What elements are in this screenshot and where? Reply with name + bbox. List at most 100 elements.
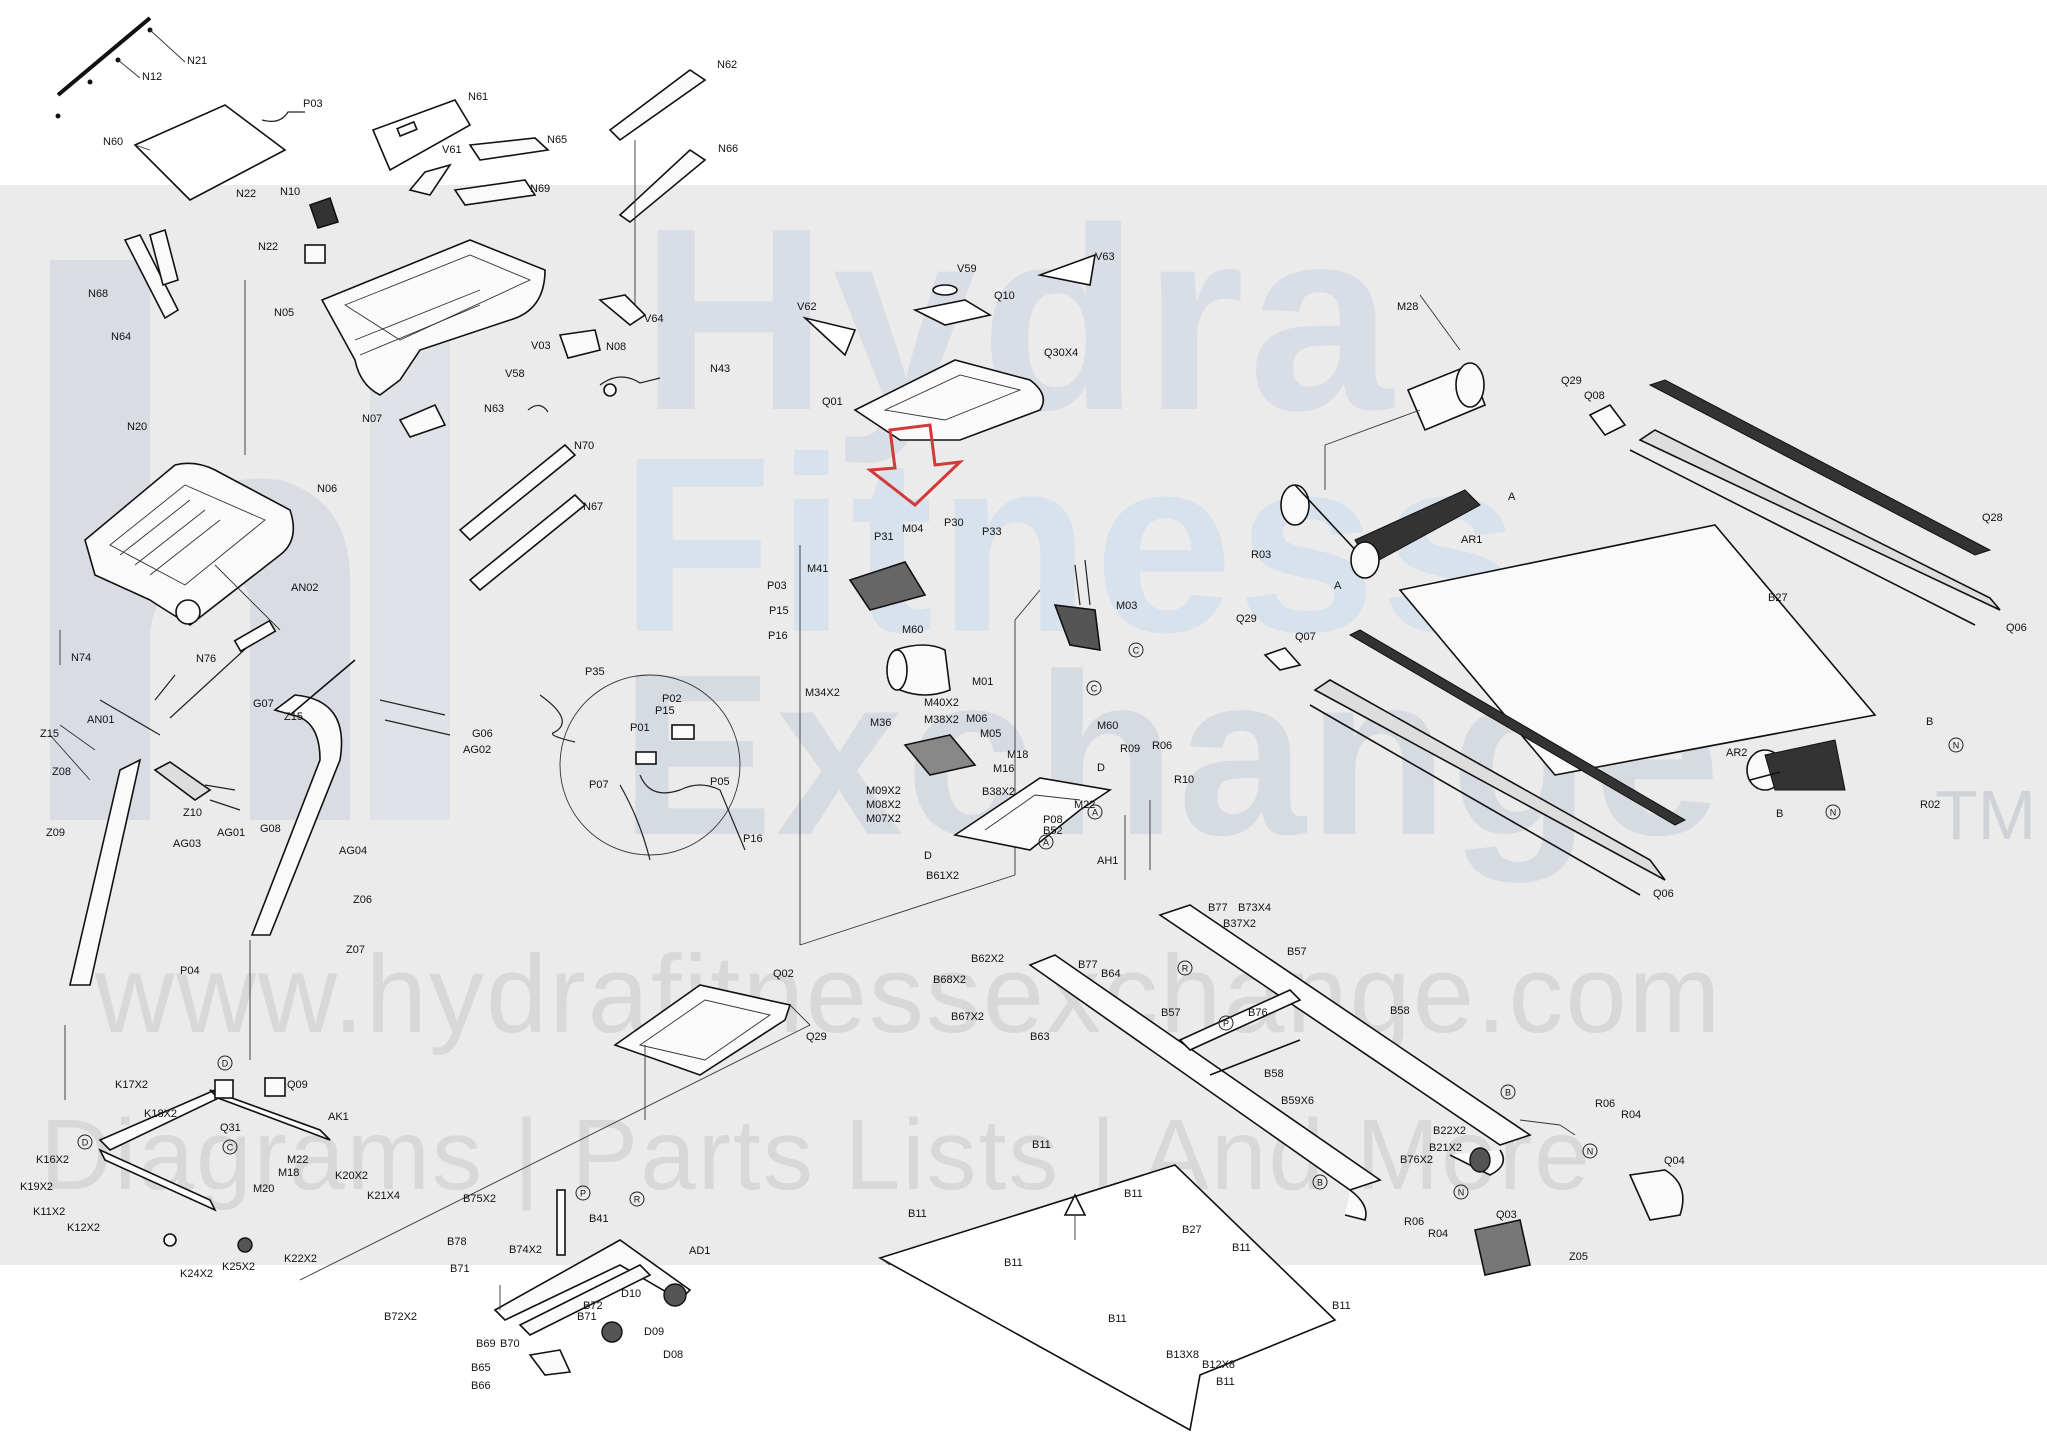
marker-bm2: B <box>1312 1174 1328 1190</box>
callout-ag03: AG03 <box>173 838 201 850</box>
callout-b11d: B11 <box>1004 1257 1023 1269</box>
callout-b11c: B11 <box>908 1208 927 1220</box>
marker-c1: C <box>1128 642 1144 658</box>
callout-q06a: Q06 <box>2006 622 2027 634</box>
callout-q04: Q04 <box>1664 1155 1685 1167</box>
callout-b12x8: B12X8 <box>1202 1359 1235 1371</box>
svg-text:N: N <box>1587 1147 1594 1157</box>
marker-dm2: D <box>77 1134 93 1150</box>
svg-text:B: B <box>1317 1178 1323 1188</box>
callout-b11g: B11 <box>1108 1313 1127 1325</box>
callout-m18b: M18 <box>1007 749 1028 761</box>
callout-n66: N66 <box>718 143 738 155</box>
callout-q29b: Q29 <box>1236 613 1257 625</box>
svg-text:R: R <box>1182 964 1189 974</box>
callout-k24x2: K24X2 <box>180 1268 213 1280</box>
callout-m41: M41 <box>807 563 828 575</box>
callout-p33: P33 <box>982 526 1002 538</box>
callout-z15b: Z15 <box>284 711 303 723</box>
callout-m01: M01 <box>972 676 993 688</box>
callout-q01: Q01 <box>822 396 843 408</box>
svg-text:C: C <box>1133 646 1140 656</box>
callout-r03: R03 <box>1251 549 1271 561</box>
marker-n2: N <box>1825 804 1841 820</box>
callout-ar2: AR2 <box>1726 747 1747 759</box>
callout-b69: B69 <box>476 1338 496 1350</box>
svg-text:D: D <box>82 1138 89 1148</box>
callout-m22b: M22 <box>1074 799 1095 811</box>
callout-b13x8: B13X8 <box>1166 1349 1199 1361</box>
marker-n4: N <box>1453 1184 1469 1200</box>
deck-b27 <box>877 1164 1337 1432</box>
callout-q08: Q08 <box>1584 390 1605 402</box>
callout-mb2: B <box>1776 808 1783 820</box>
callout-m16: M16 <box>993 763 1014 775</box>
callout-n05: N05 <box>274 307 294 319</box>
callout-r09: R09 <box>1120 743 1140 755</box>
callout-b65: B65 <box>471 1362 491 1374</box>
callout-q02: Q02 <box>773 968 794 980</box>
callout-d09: D09 <box>644 1326 664 1338</box>
callout-b71a: B71 <box>450 1263 470 1275</box>
callout-b57b: B57 <box>1161 1007 1181 1019</box>
callout-b27a: B27 <box>1768 592 1788 604</box>
callout-md2: D <box>924 850 932 862</box>
marker-bm1: B <box>1500 1084 1516 1100</box>
callout-r06a: R06 <box>1152 740 1172 752</box>
callout-n21: N21 <box>187 55 207 67</box>
callout-q29c: Q29 <box>806 1031 827 1043</box>
callout-n10: N10 <box>280 186 300 198</box>
callout-b22x2: B22X2 <box>1433 1125 1466 1137</box>
callout-b77a: B77 <box>1208 902 1228 914</box>
callout-z06: Z06 <box>353 894 372 906</box>
callout-mb1: B <box>1926 716 1933 728</box>
svg-text:C: C <box>227 1143 234 1153</box>
callout-b37x2: B37X2 <box>1223 918 1256 930</box>
marker-dm1: D <box>217 1055 233 1071</box>
svg-text:A: A <box>1092 808 1098 818</box>
marker-c2: C <box>1086 680 1102 696</box>
svg-text:N: N <box>1953 741 1960 751</box>
callout-b11a: B11 <box>1032 1139 1051 1151</box>
callout-p16a: P16 <box>743 833 763 845</box>
callout-md1: D <box>1097 762 1105 774</box>
callout-p01: P01 <box>630 722 650 734</box>
callout-p16b: P16 <box>768 630 788 642</box>
callout-b57a: B57 <box>1287 946 1307 958</box>
callout-n22b: N22 <box>258 241 278 253</box>
callout-n62: N62 <box>717 59 737 71</box>
callout-n61: N61 <box>468 91 488 103</box>
callout-b70: B70 <box>500 1338 520 1350</box>
callout-z10: Z10 <box>183 807 202 819</box>
callout-n70: N70 <box>574 440 594 452</box>
callout-b52: B52 <box>1043 825 1063 837</box>
callout-b76: B76 <box>1248 1007 1268 1019</box>
callout-n67: N67 <box>583 501 603 513</box>
callout-m04: M04 <box>902 523 923 535</box>
callout-d10: D10 <box>621 1288 641 1300</box>
callout-b61x2: B61X2 <box>926 870 959 882</box>
callout-m60b: M60 <box>1097 720 1118 732</box>
callout-n65: N65 <box>547 134 567 146</box>
callout-q10: Q10 <box>994 290 1015 302</box>
watermark-trademark: TM <box>1935 776 2037 854</box>
marker-rm1: R <box>1177 960 1193 976</box>
callout-p15b: P15 <box>769 605 789 617</box>
callout-m05: M05 <box>980 728 1001 740</box>
callout-k20x2: K20X2 <box>335 1170 368 1182</box>
callout-n74: N74 <box>71 652 91 664</box>
callout-p04: P04 <box>180 965 200 977</box>
callout-ag01: AG01 <box>217 827 245 839</box>
callout-p03a: P03 <box>303 98 323 110</box>
callout-an02: AN02 <box>291 582 319 594</box>
callout-q29a: Q29 <box>1561 375 1582 387</box>
marker-n3: N <box>1582 1143 1598 1159</box>
callout-n64: N64 <box>111 331 131 343</box>
callout-n60: N60 <box>103 136 123 148</box>
callout-n63: N63 <box>484 403 504 415</box>
watermark-url: www.hydrafitnessexchange.com <box>95 933 1723 1056</box>
callout-b58a: B58 <box>1390 1005 1410 1017</box>
callout-b74x2: B74X2 <box>509 1244 542 1256</box>
callout-m06: M06 <box>966 713 987 725</box>
